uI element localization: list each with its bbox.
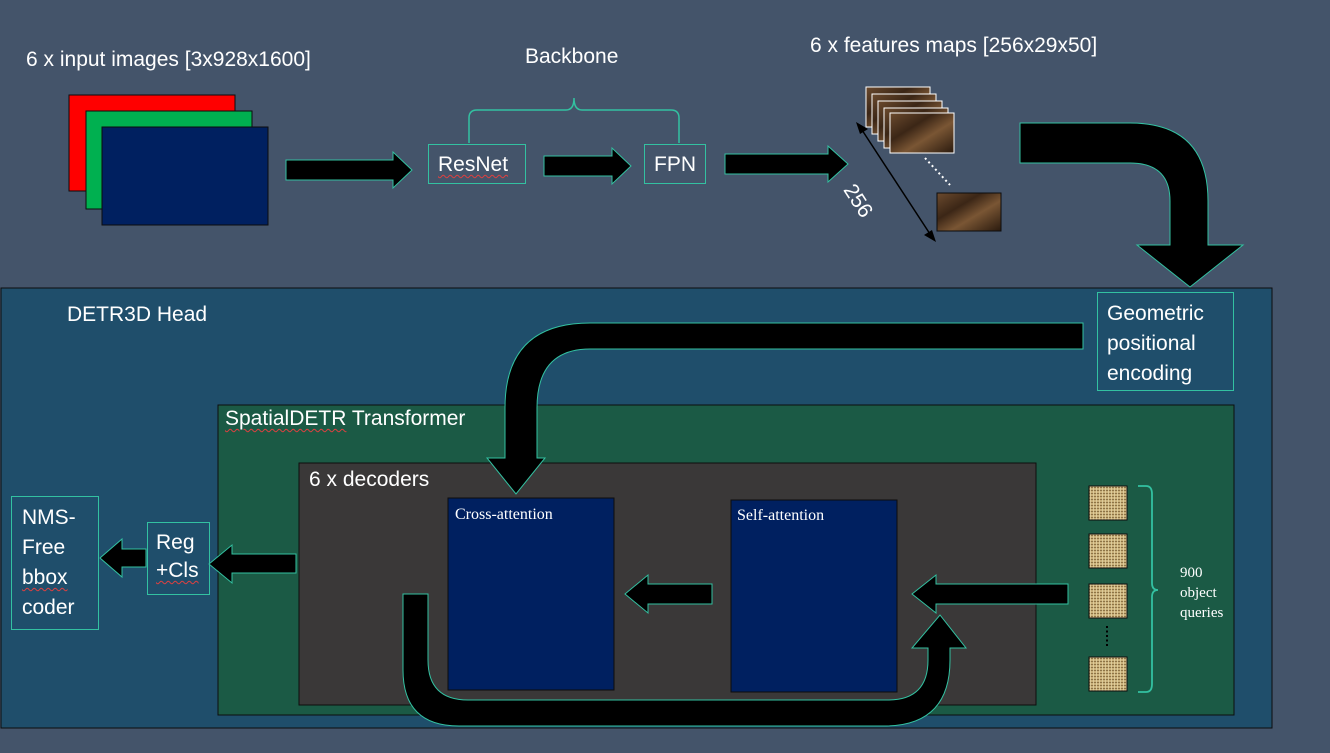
fpn-box: FPN xyxy=(644,144,706,184)
depth-arrow xyxy=(861,129,931,235)
detr3d-head-title: DETR3D Head xyxy=(67,303,208,326)
geometric-encoding-box: Geometric positional encoding xyxy=(1097,292,1234,391)
nms-coder-box: NMS- Free bbox coder xyxy=(11,496,99,630)
cross-attention-label: Cross-attention xyxy=(455,506,553,523)
object-query-3 xyxy=(1088,583,1128,619)
arrow-reg-to-nms xyxy=(99,537,147,579)
self-attention-box xyxy=(730,499,898,693)
nms-line-2: Free xyxy=(22,536,66,559)
geo-line-3: encoding xyxy=(1107,362,1193,385)
feature-maps-label: 6 x features maps [256x29x50] xyxy=(810,34,1098,57)
object-query-2 xyxy=(1088,533,1128,569)
reg-cls-box: Reg +Cls xyxy=(147,522,210,595)
backbone-label: Backbone xyxy=(525,45,619,68)
queries-brace xyxy=(1138,485,1159,693)
object-query-last xyxy=(1088,656,1128,692)
geo-line-1: Geometric xyxy=(1107,302,1204,325)
input-image-blue xyxy=(101,126,269,226)
feature-map-last xyxy=(936,192,1002,232)
input-images-label: 6 x input images [3x928x1600] xyxy=(26,48,311,71)
feature-map-5 xyxy=(889,112,955,154)
arrow-decoder-loop xyxy=(402,593,968,727)
queries-line-3: queries xyxy=(1180,605,1224,621)
cross-attention-box xyxy=(447,497,615,691)
fpn-label: FPN xyxy=(654,153,696,176)
object-query-1 xyxy=(1088,485,1128,521)
queries-line-2: object xyxy=(1180,585,1217,601)
reg-line-2: +Cls xyxy=(156,559,199,582)
transformer-title: SpatialDETR Transformer xyxy=(225,407,465,431)
queries-line-1: 900 xyxy=(1180,565,1203,581)
resnet-box: ResNet xyxy=(428,144,526,184)
resnet-label: ResNet xyxy=(438,153,509,176)
depth-arrow-head-bottom xyxy=(924,230,936,242)
nms-line-3: bbox xyxy=(22,566,68,589)
arrow-self-to-cross-attention xyxy=(624,573,713,615)
arrow-geo-to-cross-attention xyxy=(485,322,1084,495)
arrow-transformer-to-reg xyxy=(208,543,297,585)
self-attention-label: Self-attention xyxy=(737,507,825,524)
backbone-brace xyxy=(468,97,680,143)
arrow-fpn-to-features xyxy=(724,144,849,184)
transformer-title-part1: SpatialDETR xyxy=(225,407,347,430)
feature-map-ellipsis xyxy=(924,157,951,186)
reg-line-1: Reg xyxy=(156,531,195,554)
arrow-features-to-head xyxy=(1019,122,1245,288)
arrow-queries-to-self-attention xyxy=(911,573,1069,615)
arrow-input-to-resnet xyxy=(285,150,413,190)
arrow-resnet-to-fpn xyxy=(543,146,632,186)
nms-line-1: NMS- xyxy=(22,506,76,529)
nms-line-4: coder xyxy=(22,596,75,619)
decoders-label: 6 x decoders xyxy=(309,468,430,491)
object-queries-label: 900 object queries xyxy=(1180,563,1223,623)
transformer-title-part2: Transformer xyxy=(346,407,466,430)
geo-line-2: positional xyxy=(1107,332,1196,355)
depth-arrow-head-top xyxy=(856,122,868,134)
